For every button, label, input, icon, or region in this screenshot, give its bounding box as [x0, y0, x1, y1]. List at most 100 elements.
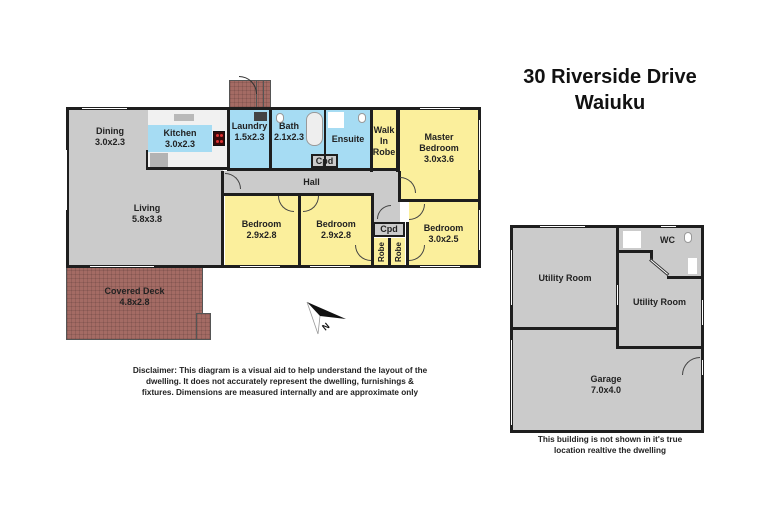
wall [478, 107, 481, 268]
room-dims: 1.5x2.3 [234, 132, 265, 142]
wall [701, 225, 704, 433]
wall [510, 225, 513, 433]
tub-icon [254, 112, 267, 121]
wall [298, 193, 301, 267]
room-name: Kitchen [163, 127, 197, 138]
cupboard-label: Cpd [380, 224, 398, 234]
room-name: Utility Room [633, 297, 686, 307]
room-covered-deck: Covered Deck 4.8x2.8 [66, 267, 203, 340]
room-garage: Garage 7.0x4.0 [515, 345, 697, 425]
toilet-icon [358, 113, 366, 123]
wall [221, 171, 224, 268]
room-name: Ensuite [331, 133, 365, 144]
window [82, 108, 127, 109]
north-compass-icon: N [306, 301, 346, 335]
room-name: Dining [96, 126, 124, 136]
room-name: Robe [372, 146, 396, 157]
main-floor-plan: Covered Deck 4.8x2.8 Dining 3.0x2.3 Livi… [0, 0, 490, 397]
room-name: Bedroom [423, 222, 464, 233]
wall [227, 110, 230, 170]
room-dims: 3.0x3.6 [423, 153, 455, 164]
window [661, 226, 676, 227]
room-name: Living [133, 203, 161, 213]
wall [510, 430, 704, 433]
fridge-icon [150, 153, 168, 167]
room-name: Bedroom [316, 219, 356, 229]
window [479, 120, 480, 170]
outbuilding-note: This building is not shown in it's true … [505, 434, 715, 456]
disclaimer-text: Disclaimer: This diagram is a visual aid… [100, 365, 460, 398]
wall [513, 327, 618, 330]
wall [619, 250, 651, 253]
disclaimer-line: fixtures. Dimensions are measured intern… [141, 388, 419, 397]
room-dims: 5.8x3.8 [131, 214, 163, 224]
outbuilding-floor [512, 227, 702, 430]
room-dims: 3.0x2.3 [164, 138, 196, 149]
wall [66, 107, 69, 268]
window [420, 108, 460, 109]
window [66, 150, 67, 210]
room-name: Bath [279, 121, 299, 131]
cooktop-icon [213, 131, 225, 146]
window [90, 266, 154, 267]
room-name: Hall [303, 176, 320, 187]
robe-label: Robe [393, 241, 403, 262]
window [420, 266, 460, 267]
room-dims: 3.0x2.3 [94, 137, 126, 147]
window [540, 226, 585, 227]
room-name: Garage [590, 374, 622, 384]
svg-text:N: N [320, 321, 331, 333]
wall [227, 168, 400, 171]
room-utility-room-1: Utility Room [515, 230, 615, 326]
wall [396, 110, 400, 172]
room-kitchen: Kitchen 3.0x2.3 [148, 125, 212, 152]
room-dims: 2.9x2.8 [246, 230, 277, 240]
wall [324, 110, 326, 170]
toilet-icon [276, 113, 284, 123]
room-dims: 2.9x2.8 [320, 230, 352, 240]
window [702, 360, 703, 375]
wall [616, 346, 702, 349]
wall [406, 222, 409, 267]
deck-steps [196, 313, 211, 340]
room-name: Laundry [231, 121, 268, 131]
basin-icon [623, 231, 641, 248]
shower-icon [328, 112, 344, 128]
wall [269, 110, 272, 170]
toilet-icon [684, 232, 692, 243]
door-swing [239, 76, 257, 94]
room-dims: 4.8x2.8 [119, 296, 150, 307]
bathtub-icon [306, 112, 323, 146]
window [240, 266, 280, 267]
window [511, 250, 512, 305]
room-living: Living 5.8x3.8 [72, 195, 222, 233]
room-name: Master [424, 131, 454, 142]
wall [398, 171, 401, 201]
window [617, 285, 618, 305]
wall [398, 199, 480, 202]
note-line: location realtive the dwelling [554, 446, 666, 455]
wall [146, 167, 228, 170]
door-swing [377, 205, 391, 219]
wc-door [649, 258, 670, 277]
note-line: This building is not shown in it's true [537, 435, 683, 444]
wall [371, 193, 374, 267]
sink-icon [174, 114, 194, 121]
step-line [263, 80, 264, 108]
room-wc: WC [640, 230, 695, 250]
robe-2: Robe [391, 238, 405, 265]
room-name: In [380, 135, 388, 146]
wall [510, 225, 704, 228]
robe-label: Robe [376, 241, 386, 262]
room-name: WC [660, 234, 675, 245]
window [479, 210, 480, 250]
room-dims: 7.0x4.0 [590, 385, 622, 395]
address-title: 30 Riverside Drive [523, 66, 697, 88]
door-swing [682, 357, 700, 375]
disclaimer-line: dwelling. It does not accurately represe… [146, 377, 414, 386]
room-dims: 2.1x2.3 [273, 132, 305, 142]
room-walk-in-robe: Walk In Robe [372, 110, 396, 172]
room-name: Bedroom [419, 142, 459, 153]
step-line [256, 80, 257, 108]
window [511, 340, 512, 425]
